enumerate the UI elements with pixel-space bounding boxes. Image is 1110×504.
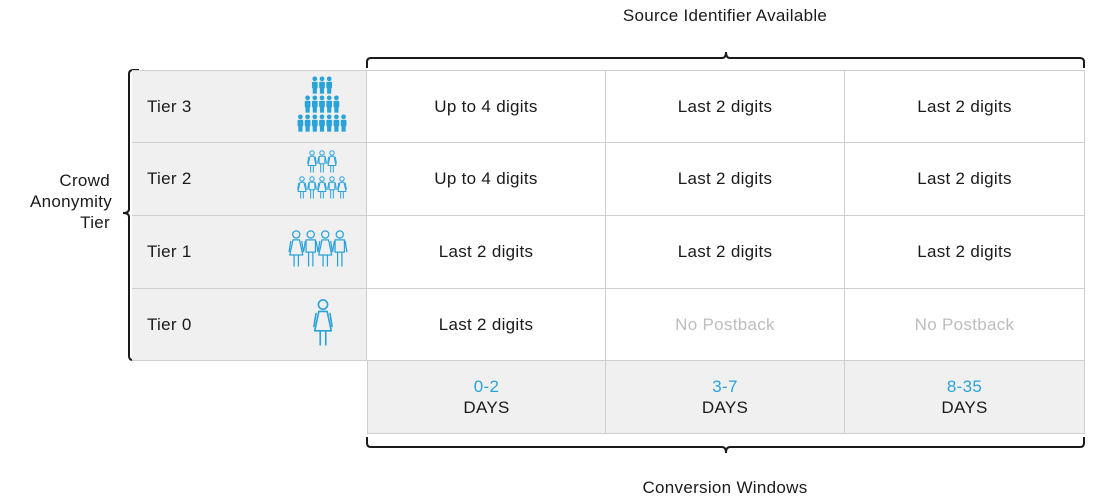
conversion-window-cell: 0-2 DAYS: [367, 361, 606, 434]
grid-cell: Last 2 digits: [606, 143, 845, 216]
side-axis-title: Crowd Anonymity Tier: [30, 170, 113, 233]
window-range: 0-2: [473, 377, 500, 396]
top-bracket: [366, 51, 1085, 68]
side-title-line: Crowd: [59, 171, 110, 190]
tier-label: Tier 2: [147, 169, 192, 188]
grid-cell: Up to 4 digits: [367, 70, 606, 143]
grid-cell: No Postback: [845, 289, 1085, 361]
bottom-axis-title: Conversion Windows: [642, 478, 808, 497]
tier-label: Tier 0: [147, 314, 192, 334]
large-crowd-icon: [294, 74, 350, 139]
grid-cell: No Postback: [606, 289, 845, 361]
left-bracket: [122, 69, 139, 361]
window-unit: DAYS: [941, 398, 988, 417]
tier-row-header: Tier 3: [132, 70, 367, 143]
grid-cell: Last 2 digits: [845, 143, 1085, 216]
tier-row-header: Tier 1: [132, 216, 367, 289]
tier-row-header: Tier 0: [132, 289, 367, 361]
tier-label: Tier 1: [147, 242, 192, 261]
window-unit: DAYS: [701, 398, 749, 417]
tier-label: Tier 3: [147, 96, 192, 116]
grid-cell: Last 2 digits: [367, 289, 606, 361]
grid-cell: Last 2 digits: [367, 216, 606, 289]
conversion-window-cell: 8-35 DAYS: [845, 361, 1085, 434]
grid-cell: Last 2 digits: [606, 70, 845, 143]
tier-row-header: Tier 2: [132, 143, 367, 216]
window-range: 8-35: [946, 377, 983, 396]
medium-crowd-icon: [294, 147, 350, 212]
side-title-line: Anonymity: [30, 192, 113, 211]
single-person-icon: [310, 297, 336, 352]
conversion-window-cell: 3-7 DAYS: [606, 361, 845, 434]
attribution-grid: Tier 3 Up to 4 digits Last 2 digits Last…: [132, 70, 1085, 434]
bottom-bracket: [366, 437, 1085, 454]
window-unit: DAYS: [463, 398, 510, 417]
grid-cell: Up to 4 digits: [367, 143, 606, 216]
side-title-line: Tier: [80, 213, 110, 232]
grid-cell: Last 2 digits: [606, 216, 845, 289]
top-axis-title: Source Identifier Available: [622, 6, 828, 25]
grid-cell: Last 2 digits: [845, 70, 1085, 143]
small-group-icon: [286, 228, 350, 277]
grid-cell: Last 2 digits: [845, 216, 1085, 289]
window-range: 3-7: [712, 377, 738, 396]
